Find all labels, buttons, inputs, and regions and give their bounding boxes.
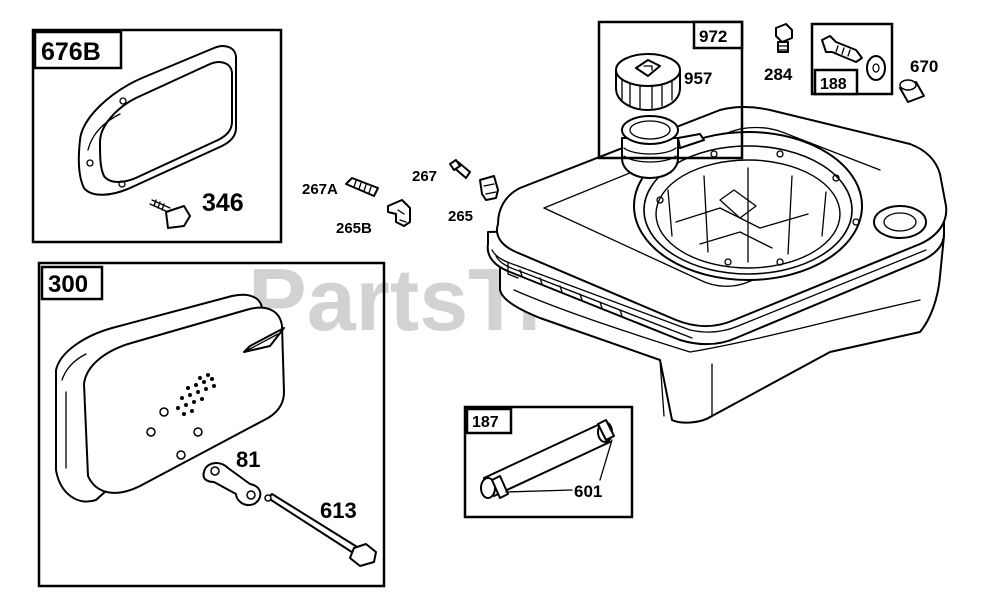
gasket-81 [202, 462, 262, 506]
part-label-601: 601 [574, 482, 602, 501]
fuel-cap-957 [615, 53, 681, 111]
kit-label-187: 187 [472, 414, 499, 431]
kit-label-300: 300 [48, 271, 88, 298]
fuel-valve [821, 35, 863, 63]
part-label-81: 81 [236, 447, 260, 472]
screw-267a [345, 177, 379, 197]
muffler [55, 293, 285, 503]
kit-box-300[interactable]: 300 [37, 261, 386, 588]
hose-clamp-right [597, 419, 615, 441]
part-label-284: 284 [764, 65, 793, 84]
muffler-vent-holes [176, 373, 216, 416]
part-label-265: 265 [448, 208, 473, 225]
kit-box-187[interactable]: 187 [463, 405, 634, 519]
part-label-267a: 267A [302, 181, 338, 198]
part-label-613: 613 [320, 498, 357, 523]
clip-265b [387, 199, 411, 227]
kit-label-188: 188 [820, 76, 847, 93]
kit-box-972[interactable]: 972 [597, 20, 744, 160]
leader-lines-601 [505, 439, 613, 493]
kit-label-972: 972 [699, 27, 727, 46]
bolt-613 [264, 493, 377, 567]
bushing-670 [899, 79, 925, 103]
hose-clamp-left [491, 475, 509, 499]
air-cleaner-cover [77, 45, 237, 196]
kit-box-676b[interactable]: 676B [31, 28, 283, 244]
clip-265 [479, 175, 499, 201]
fitting-284 [775, 23, 793, 53]
part-label-267: 267 [412, 168, 437, 185]
part-label-265b: 265B [336, 220, 372, 237]
screw-267 [449, 159, 471, 179]
kit-label-676b: 676B [41, 38, 101, 66]
part-label-670: 670 [910, 57, 938, 76]
kit-box-188[interactable]: 188 [810, 22, 894, 96]
part-label-346: 346 [202, 189, 244, 217]
screw-346 [149, 199, 191, 229]
part-label-957: 957 [684, 69, 712, 88]
fuel-tank [486, 106, 948, 424]
washer [866, 55, 886, 81]
